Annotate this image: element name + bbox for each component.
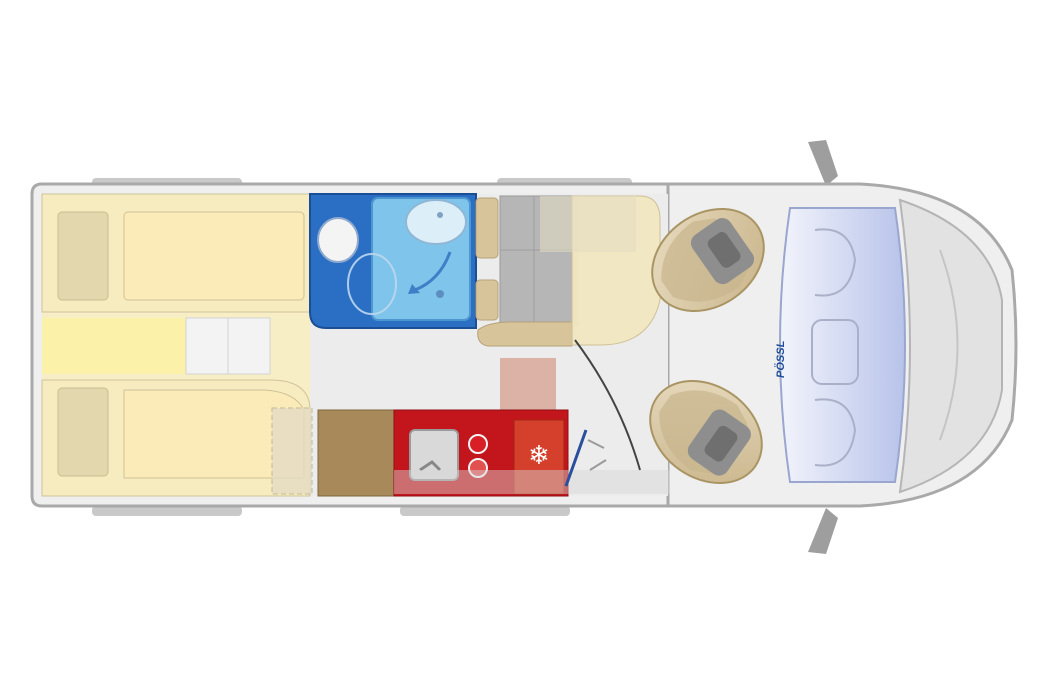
- mattress-left: [123, 211, 305, 301]
- pillow-right: [57, 387, 109, 477]
- pillow-left: [57, 211, 109, 301]
- faucet-icon: [419, 460, 442, 472]
- driver-seat-icon: [651, 207, 765, 313]
- door-panel: [564, 429, 588, 487]
- mirror-left: [808, 140, 838, 186]
- snowflake-icon: ❄: [528, 441, 550, 471]
- wardrobe: [475, 197, 499, 259]
- floor-rug: [500, 358, 556, 410]
- dash-panel: [814, 398, 857, 467]
- steering-wheel: [814, 228, 857, 297]
- rotate-arrow-icon: [414, 251, 452, 292]
- dash-console: [811, 319, 859, 385]
- hood: [898, 198, 1003, 494]
- bench-armrest: [477, 321, 575, 347]
- windshield: [779, 207, 906, 483]
- toilet-icon: [317, 217, 359, 263]
- shower-drain-icon: [436, 290, 444, 298]
- wheel-rear-right: [92, 506, 242, 516]
- wardrobe-lower: [475, 279, 499, 321]
- bed-foot-dashed: [271, 407, 313, 495]
- table-leaf: [540, 196, 636, 252]
- burner-1-icon: [468, 434, 488, 454]
- kitchen-cabinet: [317, 409, 395, 497]
- wheel-front-right: [400, 506, 570, 516]
- hood-center: [939, 249, 959, 441]
- brand-logo: PÖSSL: [774, 340, 787, 378]
- door-swing-line: [574, 339, 641, 471]
- basin-drain-icon: [437, 212, 443, 218]
- toilet-rotated-icon: [347, 253, 397, 315]
- mirror-right: [808, 508, 838, 554]
- washbasin-icon: [405, 199, 467, 245]
- burner-2-icon: [468, 458, 488, 478]
- fridge: [513, 419, 565, 495]
- door-arrow-icon: [587, 439, 607, 471]
- passenger-seat-icon: [649, 379, 763, 485]
- counter-extension: [394, 470, 670, 494]
